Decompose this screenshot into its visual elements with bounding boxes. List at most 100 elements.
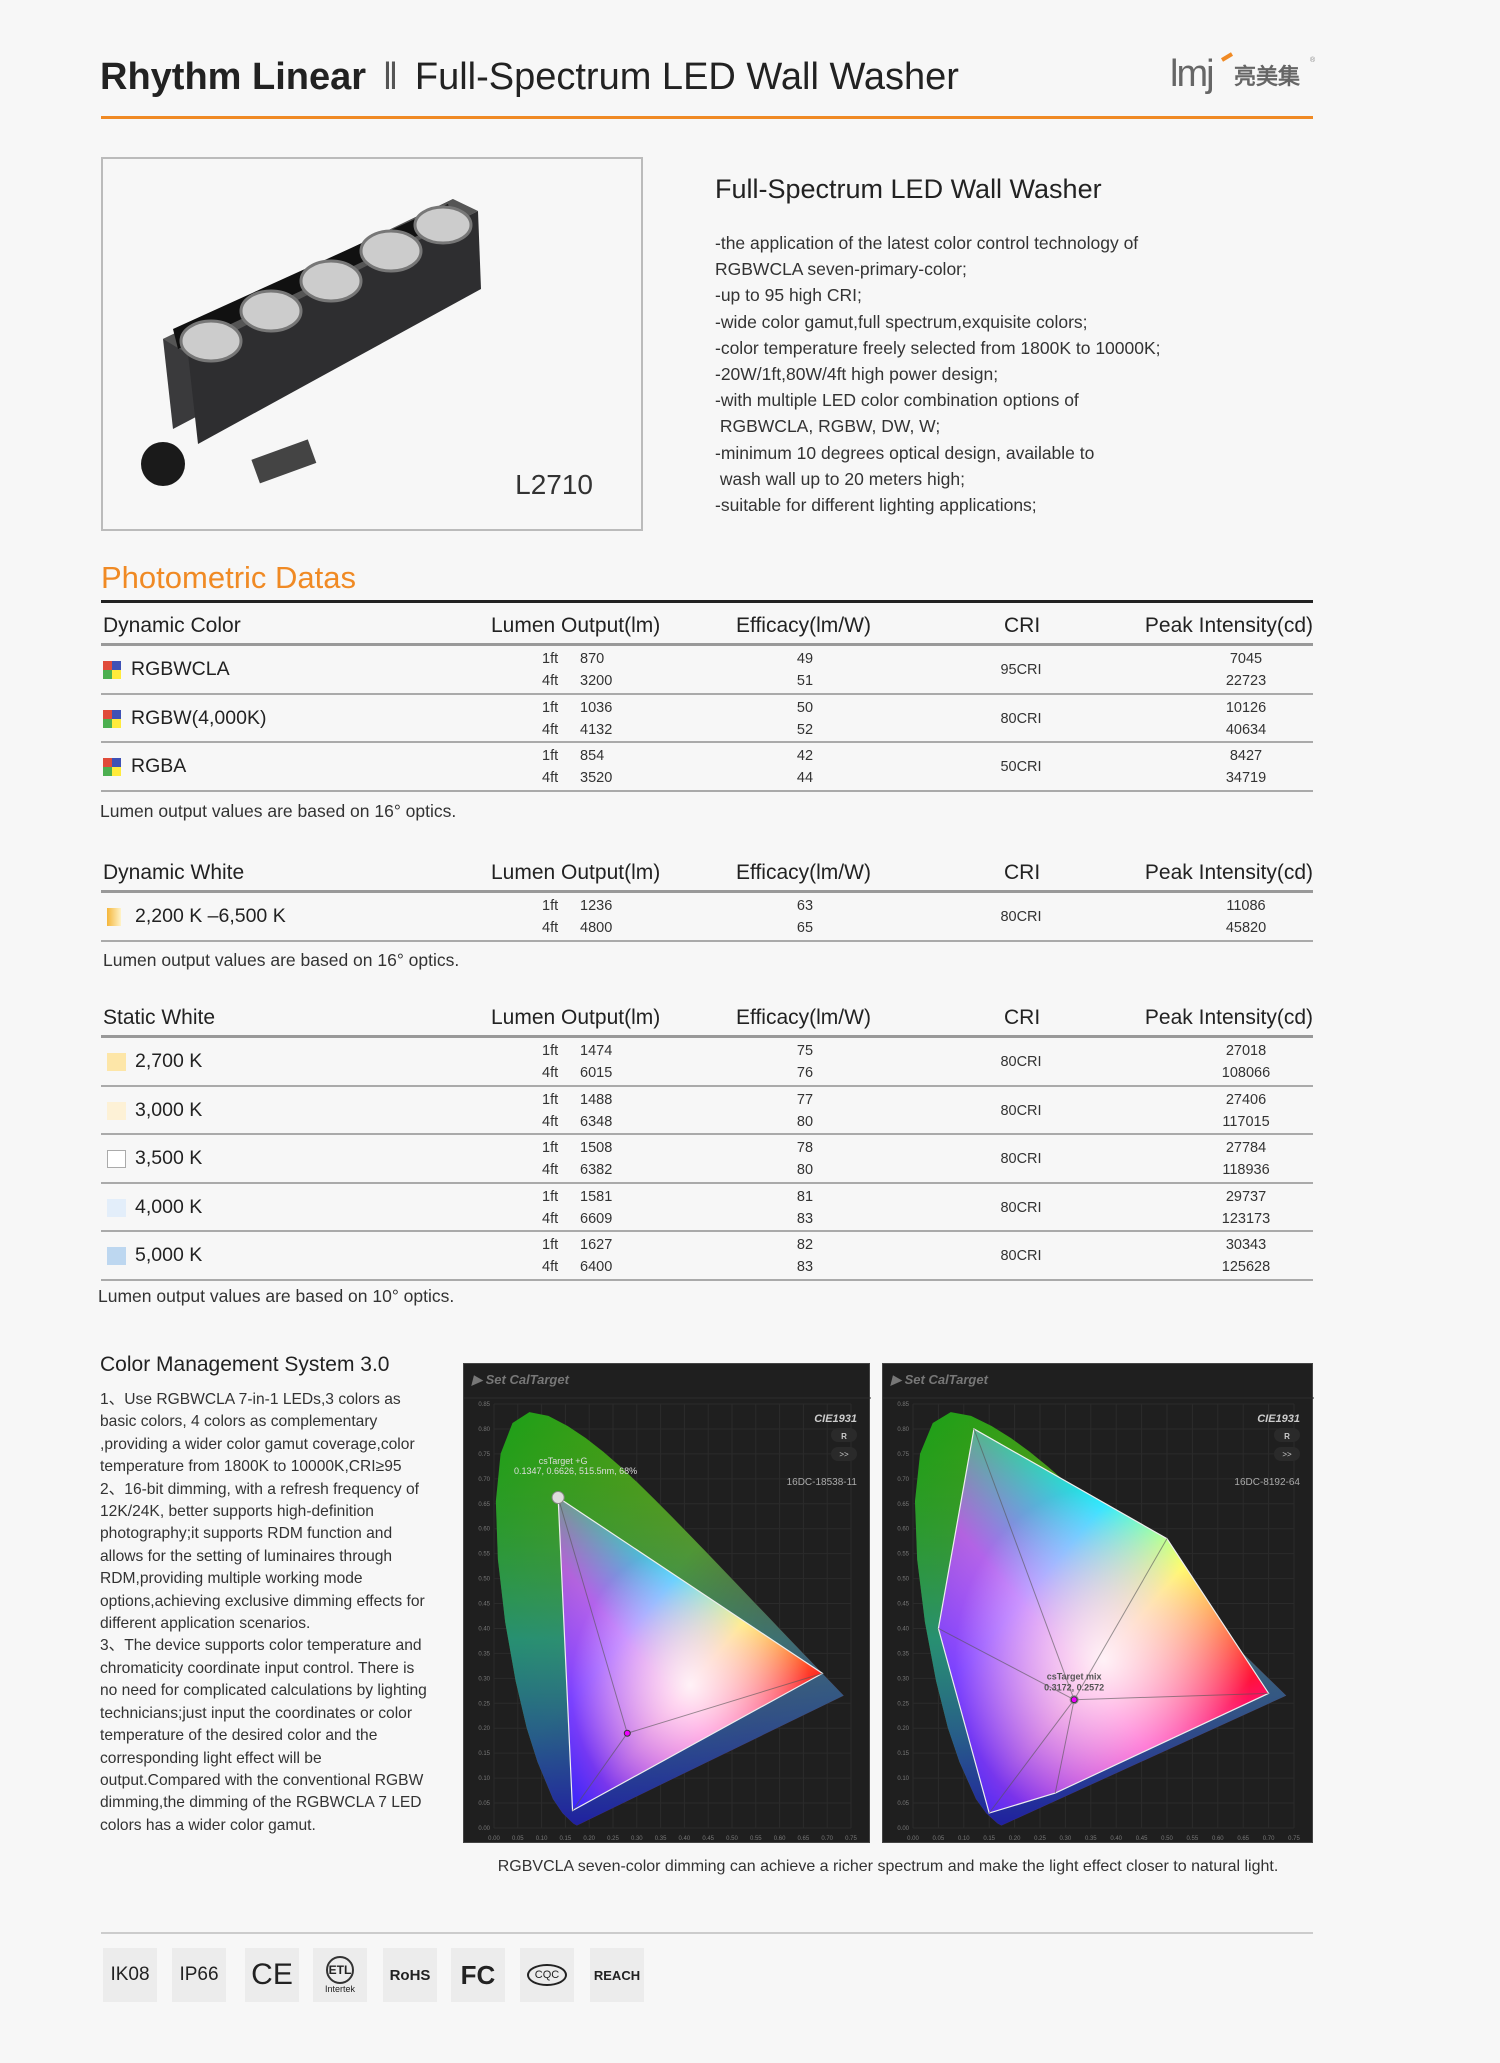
efficacy-value: 77 [796, 1091, 814, 1108]
x-tick-label: 0.15 [560, 1836, 572, 1842]
efficacy-value: 42 [796, 748, 814, 764]
lumen-value: 6015 [580, 1065, 613, 1081]
lumen-value: 3200 [580, 673, 613, 689]
y-tick-label: 0.40 [478, 1626, 490, 1632]
peak-value: 22723 [1225, 673, 1267, 689]
lumen-value: 1581 [580, 1188, 613, 1205]
y-tick-label: 0.35 [478, 1651, 490, 1657]
feature-item: -up to 95 high CRI; [715, 285, 862, 306]
cri-value: 50CRI [1000, 759, 1042, 775]
efficacy-value: 78 [796, 1140, 814, 1156]
peak-value: 45820 [1225, 920, 1267, 936]
x-tick-label: 0.65 [798, 1836, 810, 1842]
length-label: 4ft [542, 770, 559, 786]
y-tick-label: 0.20 [478, 1726, 490, 1732]
column-header-efficacy: Efficacy(lm/W) [736, 861, 871, 884]
x-tick-label: 0.20 [583, 1836, 595, 1842]
y-tick-label: 0.70 [897, 1477, 909, 1483]
x-tick-label: 0.75 [845, 1836, 857, 1842]
feature-item: -the application of the latest color con… [715, 233, 1139, 253]
gamut-spoke [938, 1628, 1075, 1701]
y-tick-label: 0.25 [897, 1701, 909, 1707]
column-header-cri: CRI [1004, 614, 1041, 637]
y-tick-label: 0.00 [897, 1826, 909, 1832]
peak-value: 108066 [1221, 1065, 1271, 1081]
feature-item: -20W/1ft,80W/4ft high power design; [715, 364, 999, 385]
white-point-marker [1070, 1696, 1078, 1704]
cri-value: 80CRI [1000, 1199, 1042, 1216]
x-tick-label: 0.25 [607, 1836, 619, 1842]
length-label: 4ft [542, 1065, 559, 1081]
x-tick-label: 0.55 [1187, 1836, 1199, 1842]
lumen-value: 1236 [580, 898, 613, 914]
y-tick-label: 0.10 [478, 1776, 490, 1782]
more-button [1274, 1447, 1300, 1461]
x-tick-label: 0.70 [1263, 1836, 1275, 1842]
y-tick-label: 0.50 [897, 1577, 909, 1583]
table-note: Lumen output values are based on 16° opt… [100, 801, 457, 821]
column-header-heading: Dynamic Color [103, 614, 241, 637]
row-name: 5,000 K [135, 1244, 203, 1266]
y-tick-label: 0.85 [478, 1402, 490, 1408]
y-tick-label: 0.75 [478, 1452, 490, 1458]
feature-item: -minimum 10 degrees optical design, avai… [715, 442, 1095, 463]
y-tick-label: 0.60 [478, 1527, 490, 1533]
y-tick-label: 0.30 [478, 1676, 490, 1682]
x-tick-label: 0.05 [933, 1836, 945, 1842]
lumen-value: 1488 [580, 1091, 613, 1108]
title-series: Rhythm Linear [100, 56, 367, 98]
y-tick-label: 0.05 [897, 1801, 909, 1807]
y-tick-label: 0.20 [897, 1726, 909, 1732]
efficacy-value: 44 [796, 770, 814, 786]
lumen-value: 6609 [580, 1210, 613, 1227]
peak-value: 117015 [1222, 1113, 1270, 1130]
lumen-value: 6348 [580, 1113, 613, 1130]
length-label: 4ft [542, 920, 559, 936]
cri-value: 95CRI [1000, 662, 1042, 678]
y-tick-label: 0.25 [478, 1701, 490, 1707]
column-header-lumen: Lumen Output(lm) [491, 614, 661, 637]
cms-paragraph: 2、16-bit dimming, with a refresh frequen… [100, 1480, 425, 1633]
gamut-spoke [627, 1672, 823, 1734]
x-tick-label: 0.45 [1136, 1836, 1148, 1842]
feature-item: RGBWCLA seven-primary-color; [715, 259, 967, 280]
cri-value: 80CRI [1000, 1248, 1042, 1264]
efficacy-value: 82 [796, 1237, 814, 1253]
x-tick-label: 0.20 [1009, 1836, 1021, 1842]
lumen-value: 1036 [580, 699, 613, 716]
row-name: RGBWCLA [131, 658, 230, 680]
column-header-heading: Static White [103, 1006, 216, 1029]
cri-value: 80CRI [1000, 710, 1042, 727]
peak-value: 27018 [1225, 1043, 1267, 1059]
target-marker [551, 1490, 565, 1504]
rohs-badge: RoHS [383, 1948, 437, 2002]
x-tick-label: 0.30 [1060, 1836, 1072, 1842]
row-name: 3,500 K [135, 1147, 203, 1169]
color-swatch-icon [107, 1247, 126, 1265]
y-tick-label: 0.35 [897, 1651, 909, 1657]
x-tick-label: 0.60 [1212, 1836, 1224, 1842]
efficacy-value: 76 [796, 1065, 814, 1081]
cri-value: 80CRI [1000, 1151, 1042, 1167]
color-swatch-icon [107, 1150, 126, 1168]
reset-button-label: R [841, 1432, 847, 1441]
target-label: csTarget mix [1047, 1672, 1102, 1682]
feature-item: -suitable for different lighting applica… [715, 495, 1037, 516]
efficacy-value: 51 [796, 673, 814, 689]
lumen-value: 6382 [580, 1162, 613, 1178]
reset-button [831, 1428, 857, 1442]
column-header-heading: Dynamic White [103, 861, 245, 884]
lumen-value: 1627 [580, 1237, 613, 1253]
efficacy-value: 52 [796, 721, 814, 738]
reach-badge: REACH [590, 1948, 644, 2002]
length-label: 4ft [542, 1210, 559, 1227]
color-swatch-icon [107, 908, 121, 926]
